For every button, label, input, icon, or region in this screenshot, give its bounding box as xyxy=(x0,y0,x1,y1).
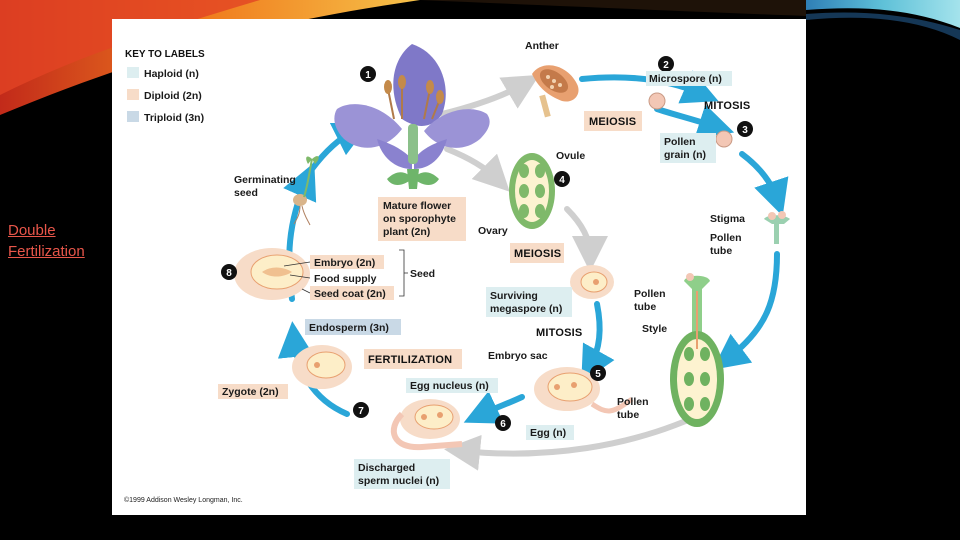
step-3-badge xyxy=(737,121,753,137)
surviving-megaspore-label-2: megaspore (n) xyxy=(490,303,562,315)
step-7-badge xyxy=(353,402,369,418)
germinating-seed-label-2: seed xyxy=(234,187,258,199)
egg-label-bg xyxy=(526,425,574,440)
food-supply-label: Food supply xyxy=(314,273,377,285)
angiosperm-life-cycle-figure: KEY TO LABELS Haploid (n) Diploid (2n) T… xyxy=(112,19,806,515)
key-diploid: Diploid (2n) xyxy=(144,90,202,102)
pollen-tube-c-label-1: Pollen xyxy=(617,396,649,408)
pollen-tube-a-label-2: tube xyxy=(710,245,732,257)
mitosis-top-label: MITOSIS xyxy=(704,100,750,112)
seed-illustration xyxy=(234,248,310,300)
pollen-grain-label-1: Pollen xyxy=(664,136,696,148)
double-fertilization-link[interactable]: Double Fertilization xyxy=(8,220,118,262)
pollen-grain-illustration xyxy=(715,130,733,148)
step-2-number: 2 xyxy=(663,60,669,71)
microspore-illustration xyxy=(648,92,666,110)
ovule-label: Ovule xyxy=(556,150,585,162)
key-triploid: Triploid (3n) xyxy=(144,112,204,124)
ovary-illustration xyxy=(509,153,555,229)
side-link-line2: Fertilization xyxy=(8,243,85,260)
diploid-swatch xyxy=(127,89,139,100)
egg-label: Egg (n) xyxy=(530,427,566,439)
egg-nucleus-label-bg xyxy=(406,378,498,393)
embryo-sac-label: Embryo sac xyxy=(488,350,548,362)
copyright-text: ©1999 Addison Wesley Longman, Inc. xyxy=(124,496,243,504)
surviving-megaspore-label-1: Surviving xyxy=(490,290,538,302)
mature-flower-illustration: 1 xyxy=(334,44,490,189)
pollen-tube-b-label-1: Pollen xyxy=(634,288,666,300)
style-label: Style xyxy=(642,323,667,335)
step-7-number: 7 xyxy=(358,406,364,417)
meiosis-top-label: MEIOSIS xyxy=(589,116,636,128)
ovary-label: Ovary xyxy=(478,225,508,237)
embryo-sac-illustration xyxy=(534,367,634,414)
microspore-label: Microspore (n) xyxy=(649,73,722,85)
discharged-sperm-bg xyxy=(354,459,450,489)
meiosis-top-bg xyxy=(584,111,642,131)
surviving-megaspore-bg xyxy=(486,287,572,317)
germinating-seed-illustration xyxy=(293,156,319,226)
fertilization-illustration xyxy=(390,399,463,451)
haploid-swatch xyxy=(127,67,139,78)
pollen-tube-c-label-2: tube xyxy=(617,409,639,421)
step-8-number: 8 xyxy=(226,268,232,279)
meiosis-mid-bg xyxy=(510,243,564,263)
step-6-number: 6 xyxy=(500,419,506,430)
meiosis-mid-label: MEIOSIS xyxy=(514,248,561,260)
gray-arrows xyxy=(439,74,715,471)
triploid-swatch xyxy=(127,111,139,122)
key-to-labels: KEY TO LABELS Haploid (n) Diploid (2n) T… xyxy=(125,49,205,124)
key-title: KEY TO LABELS xyxy=(125,49,205,60)
step-4-badge xyxy=(554,171,570,187)
pollen-grain-label-2: grain (n) xyxy=(664,149,706,161)
pollen-tube-b-label-2: tube xyxy=(634,301,656,313)
side-link-line1: Double xyxy=(8,222,56,239)
discharged-sperm-label-1: Discharged xyxy=(358,462,415,474)
seed-coat-label: Seed coat (2n) xyxy=(314,288,386,300)
fertilization-bg xyxy=(364,349,462,369)
key-haploid: Haploid (n) xyxy=(144,68,199,80)
anther-illustration xyxy=(532,65,579,118)
stigma-illustration xyxy=(764,211,790,244)
pollen-grain-label-bg xyxy=(660,133,716,163)
fertilization-label: FERTILIZATION xyxy=(368,354,452,366)
endosperm-label: Endosperm (3n) xyxy=(309,322,389,334)
mature-flower-label-bg xyxy=(378,197,466,241)
seed-coat-label-bg xyxy=(310,286,394,300)
pollen-tube-a-label-1: Pollen xyxy=(710,232,742,244)
mitosis-mid-label: MITOSIS xyxy=(536,327,582,339)
step-1-number: 1 xyxy=(365,70,371,81)
step-2-badge xyxy=(658,56,674,72)
step-3-number: 3 xyxy=(742,125,748,136)
zygote-illustration xyxy=(292,345,352,389)
mature-flower-label-1: Mature flower xyxy=(383,200,451,212)
anther-label: Anther xyxy=(525,40,559,52)
microspore-label-bg xyxy=(646,71,732,86)
zygote-label: Zygote (2n) xyxy=(222,386,279,398)
stigma-label: Stigma xyxy=(710,213,745,225)
zygote-label-bg xyxy=(218,384,288,399)
mature-flower-label-2: on sporophyte xyxy=(383,213,456,225)
egg-nucleus-label: Egg nucleus (n) xyxy=(410,380,489,392)
seed-leader-lines xyxy=(283,249,408,297)
mature-flower-label-3: plant (2n) xyxy=(383,226,430,238)
step-1-badge xyxy=(360,66,376,82)
step-6-badge xyxy=(495,415,511,431)
step-8-badge xyxy=(221,264,237,280)
megaspore-illustration xyxy=(570,265,614,299)
step-4-number: 4 xyxy=(559,175,565,186)
embryo-label: Embryo (2n) xyxy=(314,257,375,269)
step-5-badge xyxy=(590,365,606,381)
germinating-seed-label-1: Germinating xyxy=(234,174,296,186)
pistil-illustration xyxy=(670,273,724,427)
discharged-sperm-label-2: sperm nuclei (n) xyxy=(358,475,439,487)
embryo-label-bg xyxy=(310,255,384,269)
endosperm-label-bg xyxy=(305,319,401,335)
step-5-number: 5 xyxy=(595,369,601,380)
seed-label: Seed xyxy=(410,268,435,280)
